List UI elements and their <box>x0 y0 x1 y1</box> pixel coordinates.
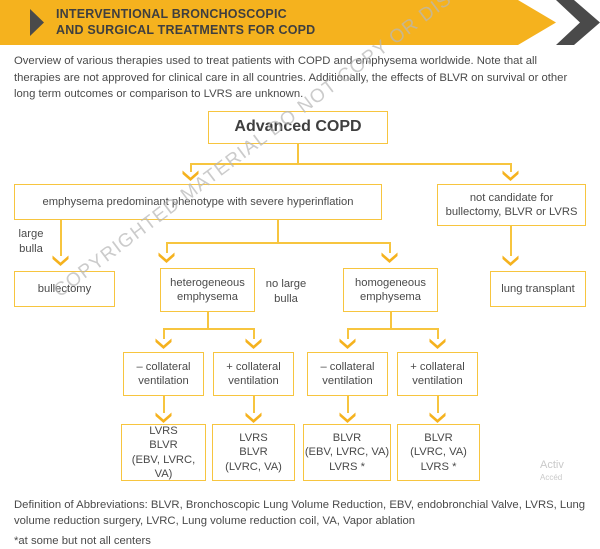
page-title: INTERVENTIONAL BRONCHOSCOPIC AND SURGICA… <box>56 7 316 37</box>
connector-hetero-plus-to-treatment <box>253 396 255 413</box>
edge-label-large-bulla: large bulla <box>18 228 44 255</box>
connector-root-to-emphysema <box>190 163 192 172</box>
node-homogeneous-emphysema[interactable]: homogeneous emphysema <box>343 268 438 312</box>
arrow-down-icon <box>155 412 172 423</box>
node-treatment-blvr-ebv-lvrc-va-lvrs[interactable]: BLVR (EBV, LVRC, VA) LVRS * <box>303 424 391 481</box>
connector-heterogeneous-split <box>163 328 253 330</box>
intro-paragraph: Overview of various therapies used to tr… <box>14 55 568 100</box>
node-bullectomy[interactable]: bullectomy <box>14 271 115 307</box>
arrow-down-icon <box>429 338 446 349</box>
connector-emphysema-stem <box>277 220 279 243</box>
connector-emphysema-split <box>166 242 389 244</box>
footer-definitions-block: Definition of Abbreviations: BLVR, Bronc… <box>14 497 586 549</box>
node-treatment-lvrs-blvr-ebv-lvrc-va[interactable]: LVRS BLVR (EBV, LVRC, VA) <box>121 424 206 481</box>
node-not-candidate[interactable]: not candidate for bullectomy, BLVR or LV… <box>437 184 586 226</box>
connector-hetero-minus-to-treatment <box>163 396 165 413</box>
arrow-down-icon <box>52 255 69 266</box>
connector-root-to-notcandidate <box>510 163 512 172</box>
node-heterogeneous-emphysema[interactable]: heterogeneous emphysema <box>160 268 255 312</box>
footnote: *at some but not all centers <box>14 535 151 547</box>
node-hetero-minus-collateral-ventilation[interactable]: – collateral ventilation <box>123 352 204 396</box>
arrow-down-icon <box>502 255 519 266</box>
connector-emphysema-to-bullectomy <box>60 220 62 256</box>
connector-root-stem <box>297 144 299 164</box>
node-homo-minus-collateral-ventilation[interactable]: – collateral ventilation <box>307 352 388 396</box>
page-header: INTERVENTIONAL BRONCHOSCOPIC AND SURGICA… <box>0 0 600 45</box>
arrow-down-icon <box>381 252 398 263</box>
node-emphysema-predominant[interactable]: emphysema predominant phenotype with sev… <box>14 184 382 220</box>
node-lung-transplant[interactable]: lung transplant <box>490 271 586 307</box>
header-banner-shape <box>0 0 556 45</box>
connector-to-hetero-plus <box>253 328 255 339</box>
connector-homo-minus-to-treatment <box>347 396 349 413</box>
node-homo-plus-collateral-ventilation[interactable]: + collateral ventilation <box>397 352 478 396</box>
connector-to-homo-minus <box>347 328 349 339</box>
node-treatment-blvr-lvrc-va-lvrs[interactable]: BLVR (LVRC, VA) LVRS * <box>397 424 480 481</box>
arrow-down-icon <box>339 338 356 349</box>
connector-homogeneous-split <box>347 328 437 330</box>
edge-label-no-large-bulla: no large bulla <box>265 278 307 305</box>
node-treatment-lvrs-blvr-lvrc-va[interactable]: LVRS BLVR (LVRC, VA) <box>212 424 295 481</box>
node-hetero-plus-collateral-ventilation[interactable]: + collateral ventilation <box>213 352 294 396</box>
arrow-down-icon <box>158 252 175 263</box>
connector-to-homogeneous <box>389 242 391 253</box>
arrow-down-icon <box>245 412 262 423</box>
node-advanced-copd[interactable]: Advanced COPD <box>208 111 388 144</box>
arrow-down-icon <box>182 170 199 181</box>
connector-heterogeneous-stem <box>207 312 209 329</box>
abbreviation-definitions: Definition of Abbreviations: BLVR, Bronc… <box>14 499 586 527</box>
connector-to-hetero-minus <box>163 328 165 339</box>
connector-homogeneous-stem <box>390 312 392 329</box>
connector-notcandidate-to-transplant <box>510 226 512 256</box>
arrow-down-icon <box>502 170 519 181</box>
activation-notice-title: Activ <box>540 459 564 471</box>
connector-to-homo-plus <box>437 328 439 339</box>
arrow-down-icon <box>245 338 262 349</box>
arrow-down-icon <box>339 412 356 423</box>
arrow-down-icon <box>155 338 172 349</box>
activation-notice-subtitle: Accéd <box>540 473 563 482</box>
arrow-down-icon <box>429 412 446 423</box>
connector-to-heterogeneous <box>166 242 168 253</box>
connector-homo-plus-to-treatment <box>437 396 439 413</box>
activation-notice: Activ Accéd <box>540 458 598 483</box>
connector-root-split <box>190 163 510 165</box>
